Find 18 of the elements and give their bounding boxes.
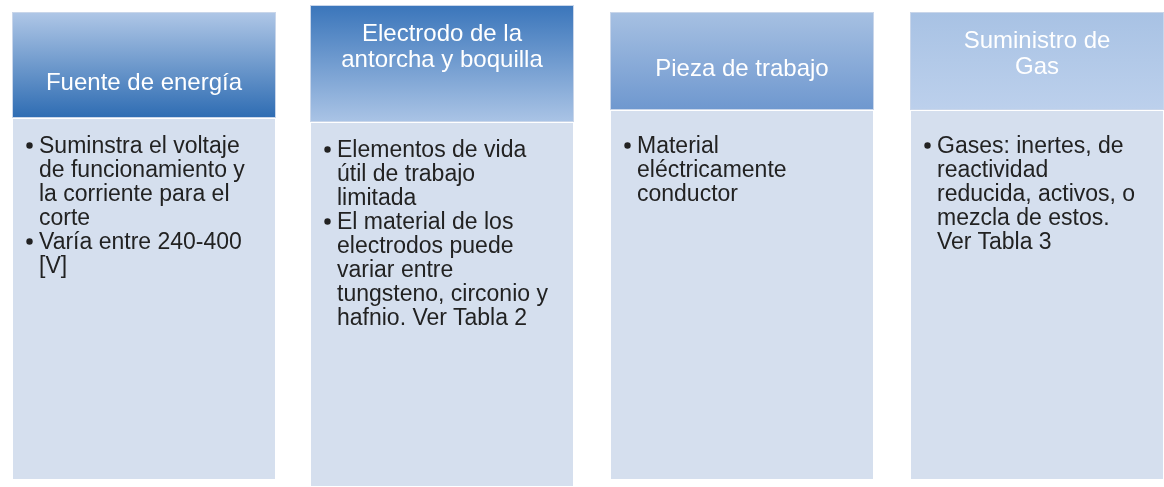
content-panel — [12, 118, 276, 480]
header-text: Fuente de energía — [45, 69, 243, 95]
content-panel — [910, 110, 1164, 480]
header-box — [910, 12, 1164, 110]
header-box — [310, 5, 574, 122]
bullet-text: Elementos de vida útil de trabajo limitada — [337, 136, 527, 210]
content-panel — [310, 122, 574, 487]
header-text: Electrodo de la antorcha y boquilla — [341, 20, 543, 72]
header-box — [610, 12, 874, 110]
bullet-text: Suminstra el voltaje de funcionamiento y la corriente para el corte — [39, 132, 245, 230]
bullet-text: El material de los electrodos puede variar entre tungsteno, circonio y hafnio. Ver Tabla 2 — [337, 208, 548, 330]
bullet-text: Varía entre 240-400 [V] — [39, 228, 242, 278]
header-text: Pieza de trabajo — [655, 55, 829, 81]
header-text: Suministro de Gas — [962, 27, 1112, 79]
content-panel — [610, 110, 874, 480]
header-box — [12, 12, 276, 118]
bullet-text: Gases: inertes, de reactividad reducida, activos, o mezcla de estos. Ver Tabla 3 — [937, 132, 1136, 254]
bullet-text: Material eléctricamente conductor — [637, 132, 787, 206]
